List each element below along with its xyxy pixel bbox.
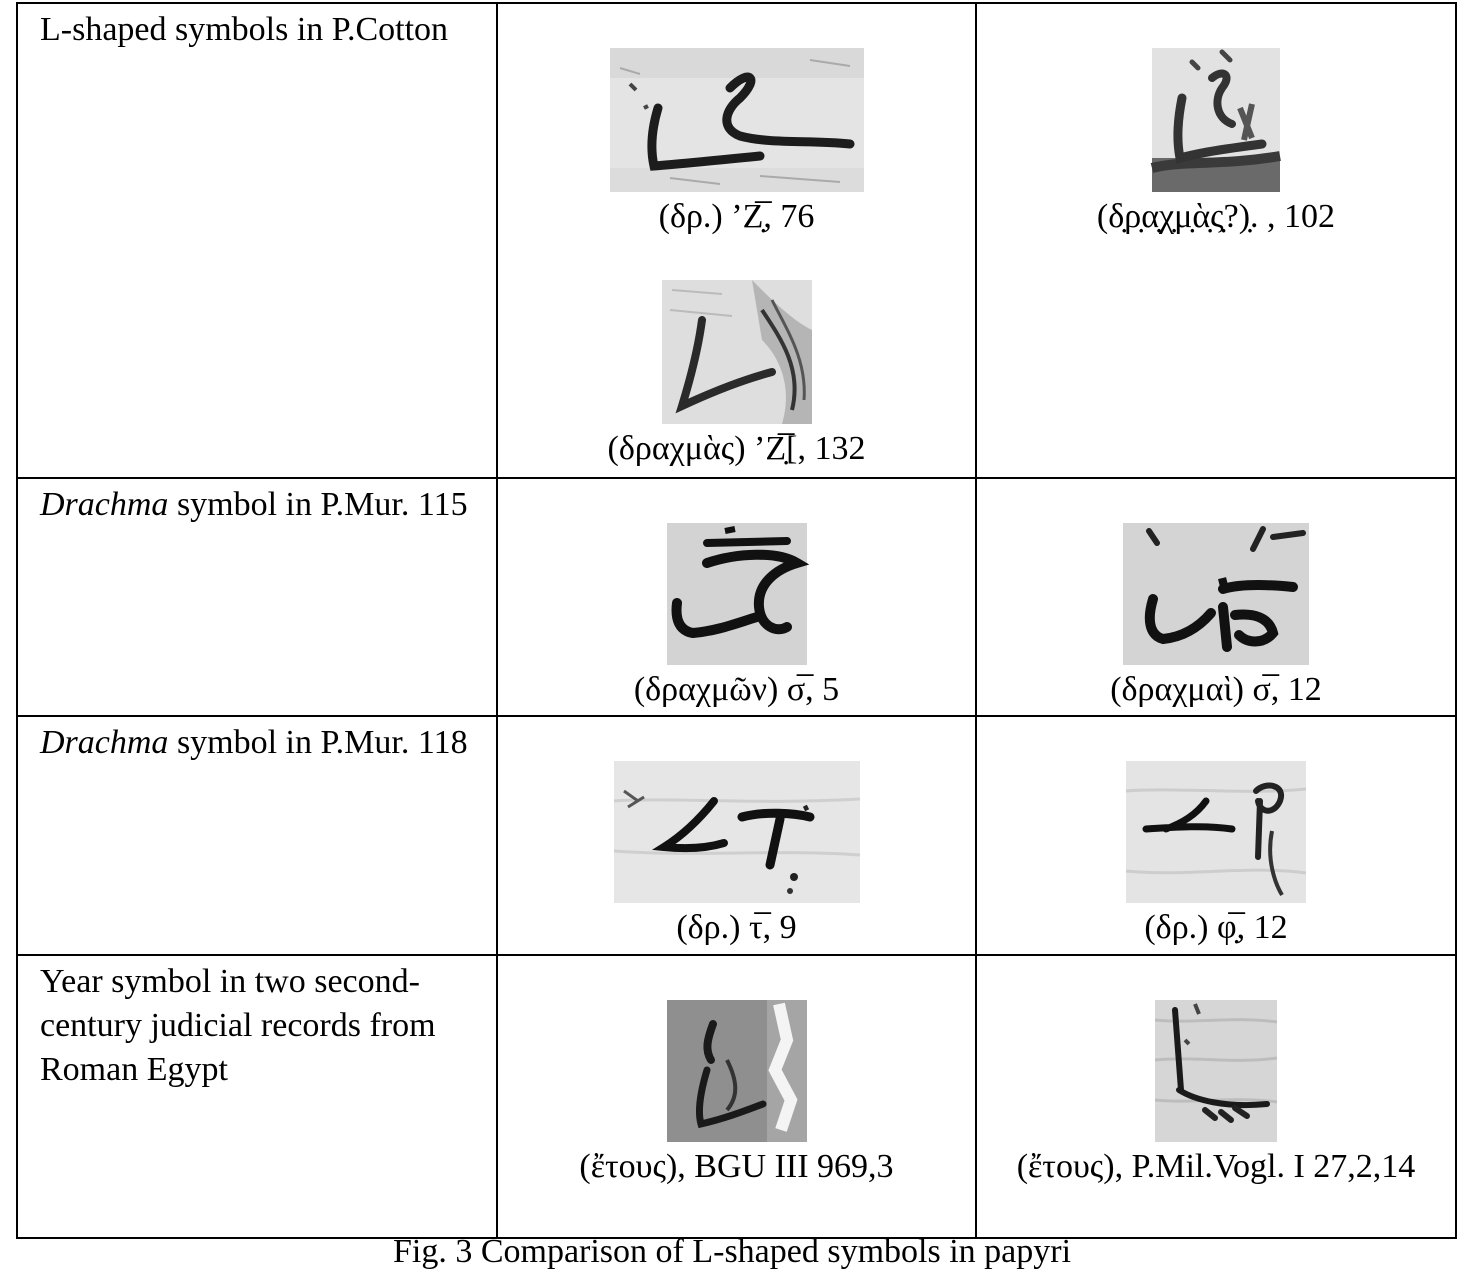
row-label: L-shaped symbols in P.Cotton — [40, 11, 449, 48]
sample: (δρ.) φ̣̅, 12 — [977, 761, 1455, 949]
sample-caption: (δρ.) ’Ζ̣̅, 76 — [658, 198, 815, 235]
sample-cell: (δρ.) φ̣̅, 12 — [975, 715, 1457, 956]
row-label-italic: Drachma — [40, 724, 169, 761]
drachma-symbol-scan — [1123, 523, 1309, 665]
sample: (ἔτους), P.Mil.Vogl. I 27,2,14 — [977, 1000, 1455, 1188]
sample-caption: (δ̣ρ̣α̣χ̣μ̣ὰ̣ς̣?)̣. , 102 — [1096, 198, 1336, 235]
year-symbol-scan — [1154, 1000, 1278, 1142]
row-label-rest: symbol in P.Mur. 115 — [168, 486, 468, 523]
sample-caption: (ἔτους), BGU III 969,3 — [579, 1148, 894, 1185]
drachma-symbol-scan — [666, 523, 809, 665]
sample-caption: (δρ.) φ̣̅, 12 — [1144, 909, 1288, 946]
sample-caption: (δραχμὰς) ’Ζ̣̅[, 132 — [607, 430, 866, 467]
l-shaped-symbol-scan — [609, 48, 864, 192]
sample: (ἔτους), BGU III 969,3 — [498, 1000, 975, 1188]
sample-cell: (δρ.) τ̅, 9 — [496, 715, 977, 956]
sample-caption: (δρ.) τ̅, 9 — [676, 909, 797, 946]
row-label: Drachma symbol in P.Mur. 115 — [18, 479, 496, 527]
table-row: Year symbol in two second-century judici… — [16, 954, 1457, 1239]
row-label-cell: Year symbol in two second-century judici… — [16, 954, 498, 1239]
sample: (δρ.) ’Ζ̣̅, 76 — [498, 48, 975, 238]
row-label-cell: Drachma symbol in P.Mur. 118 — [16, 715, 498, 956]
table-row: Drachma symbol in P.Mur. 115 (δραχμῶν) σ… — [16, 477, 1457, 717]
sample-caption: (δραχμῶν) σ̅, 5 — [633, 671, 840, 708]
sample-cell: (ἔτους), P.Mil.Vogl. I 27,2,14 — [975, 954, 1457, 1239]
sample-caption: (ἔτους), P.Mil.Vogl. I 27,2,14 — [1016, 1148, 1416, 1185]
sample-cell: (ἔτους), BGU III 969,3 — [496, 954, 977, 1239]
sample: (δρ.) τ̅, 9 — [498, 761, 975, 949]
drachma-symbol-scan — [1125, 761, 1307, 903]
sample-caption: (δραχμαὶ) σ̅, 12 — [1110, 671, 1322, 708]
row-label-italic: Drachma — [40, 486, 169, 523]
figure-caption-text: Fig. 3 Comparison of L-shaped symbols in… — [392, 1233, 1072, 1270]
row-label-rest: symbol in P.Mur. 118 — [168, 724, 468, 761]
drachma-symbol-scan — [613, 761, 860, 903]
sample-cell: (δραχμῶν) σ̅, 5 — [496, 477, 977, 717]
sample-cell: (δ̣ρ̣α̣χ̣μ̣ὰ̣ς̣?)̣. , 102 — [975, 2, 1457, 479]
year-symbol-scan — [666, 1000, 807, 1142]
row-label: Drachma symbol in P.Mur. 118 — [18, 717, 496, 765]
sample: (δραχμαὶ) σ̅, 12 — [977, 523, 1455, 711]
table-row: Drachma symbol in P.Mur. 118 (δ — [16, 715, 1457, 956]
sample-cell: (δρ.) ’Ζ̣̅, 76 (δραχμὰς) ’Ζ̣̅[, 132 — [496, 2, 977, 479]
sample-cell: (δραχμαὶ) σ̅, 12 — [975, 477, 1457, 717]
sample: (δραχμῶν) σ̅, 5 — [498, 523, 975, 711]
sample: (δ̣ρ̣α̣χ̣μ̣ὰ̣ς̣?)̣. , 102 — [977, 48, 1455, 238]
figure-caption: Fig. 3 Comparison of L-shaped symbols in… — [0, 1235, 1464, 1269]
row-label: Year symbol in two second-century judici… — [40, 963, 436, 1088]
row-label-cell: Drachma symbol in P.Mur. 115 — [16, 477, 498, 717]
sample: (δραχμὰς) ’Ζ̣̅[, 132 — [498, 280, 975, 470]
table-row: L-shaped symbols in P.Cotton (δρ.) ’Ζ̣̅,… — [16, 2, 1457, 479]
comparison-table: L-shaped symbols in P.Cotton (δρ.) ’Ζ̣̅,… — [16, 2, 1457, 1239]
l-shaped-symbol-scan — [1150, 48, 1281, 192]
l-shaped-symbol-scan — [661, 280, 812, 424]
row-label-cell: L-shaped symbols in P.Cotton — [16, 2, 498, 479]
